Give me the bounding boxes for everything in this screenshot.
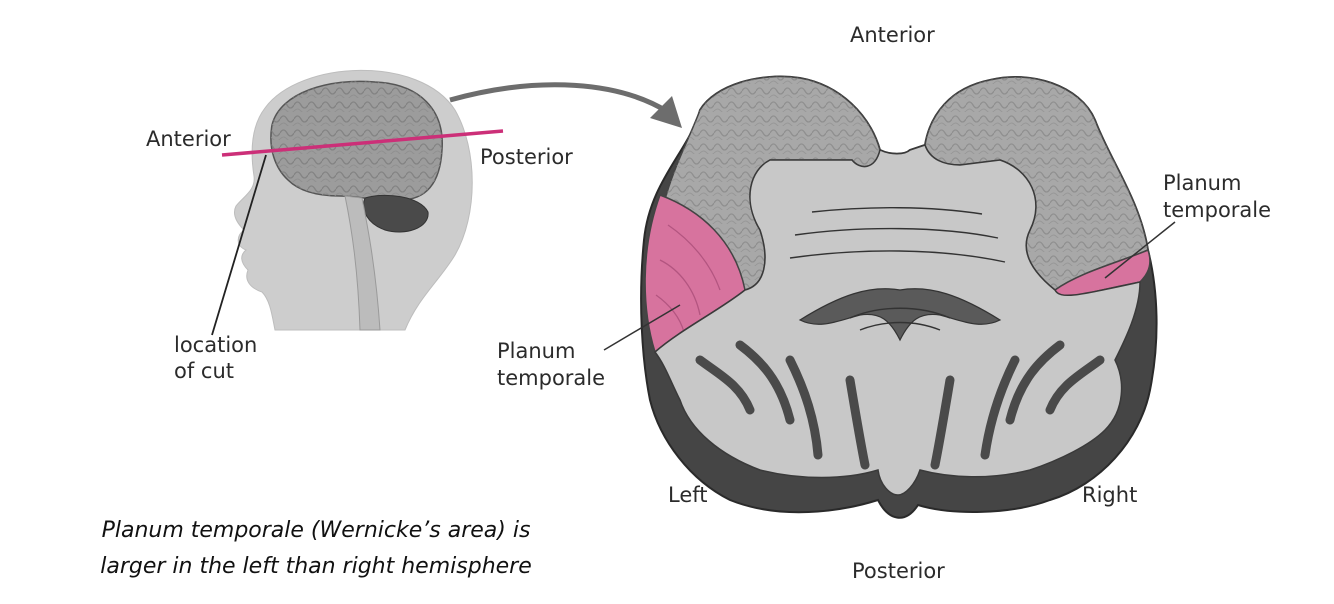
cut-label-line1: location [174, 333, 257, 357]
planum-left-label-line1: Planum [497, 339, 575, 363]
head-anterior-label: Anterior [146, 127, 231, 151]
planum-right-label-line2: temporale [1163, 198, 1271, 222]
section-posterior-label: Posterior [852, 559, 945, 583]
planum-right-label-line1: Planum [1163, 171, 1241, 195]
head-posterior-label: Posterior [480, 145, 573, 169]
head-illustration: Anterior Posterior location of cut [146, 70, 573, 383]
section-right-label: Right [1082, 483, 1137, 507]
brain-section: Anterior Posterior Left Right Planum tem… [497, 23, 1271, 583]
zoom-arrow [450, 85, 682, 128]
section-anterior-label: Anterior [850, 23, 935, 47]
cut-label-line2: of cut [174, 359, 234, 383]
caption-line1: Planum temporale (Wernicke’s area) is [0, 518, 632, 543]
planum-left-label-line2: temporale [497, 366, 605, 390]
section-left-label: Left [668, 483, 708, 507]
caption-line2: larger in the left than right hemisphere [0, 554, 632, 579]
